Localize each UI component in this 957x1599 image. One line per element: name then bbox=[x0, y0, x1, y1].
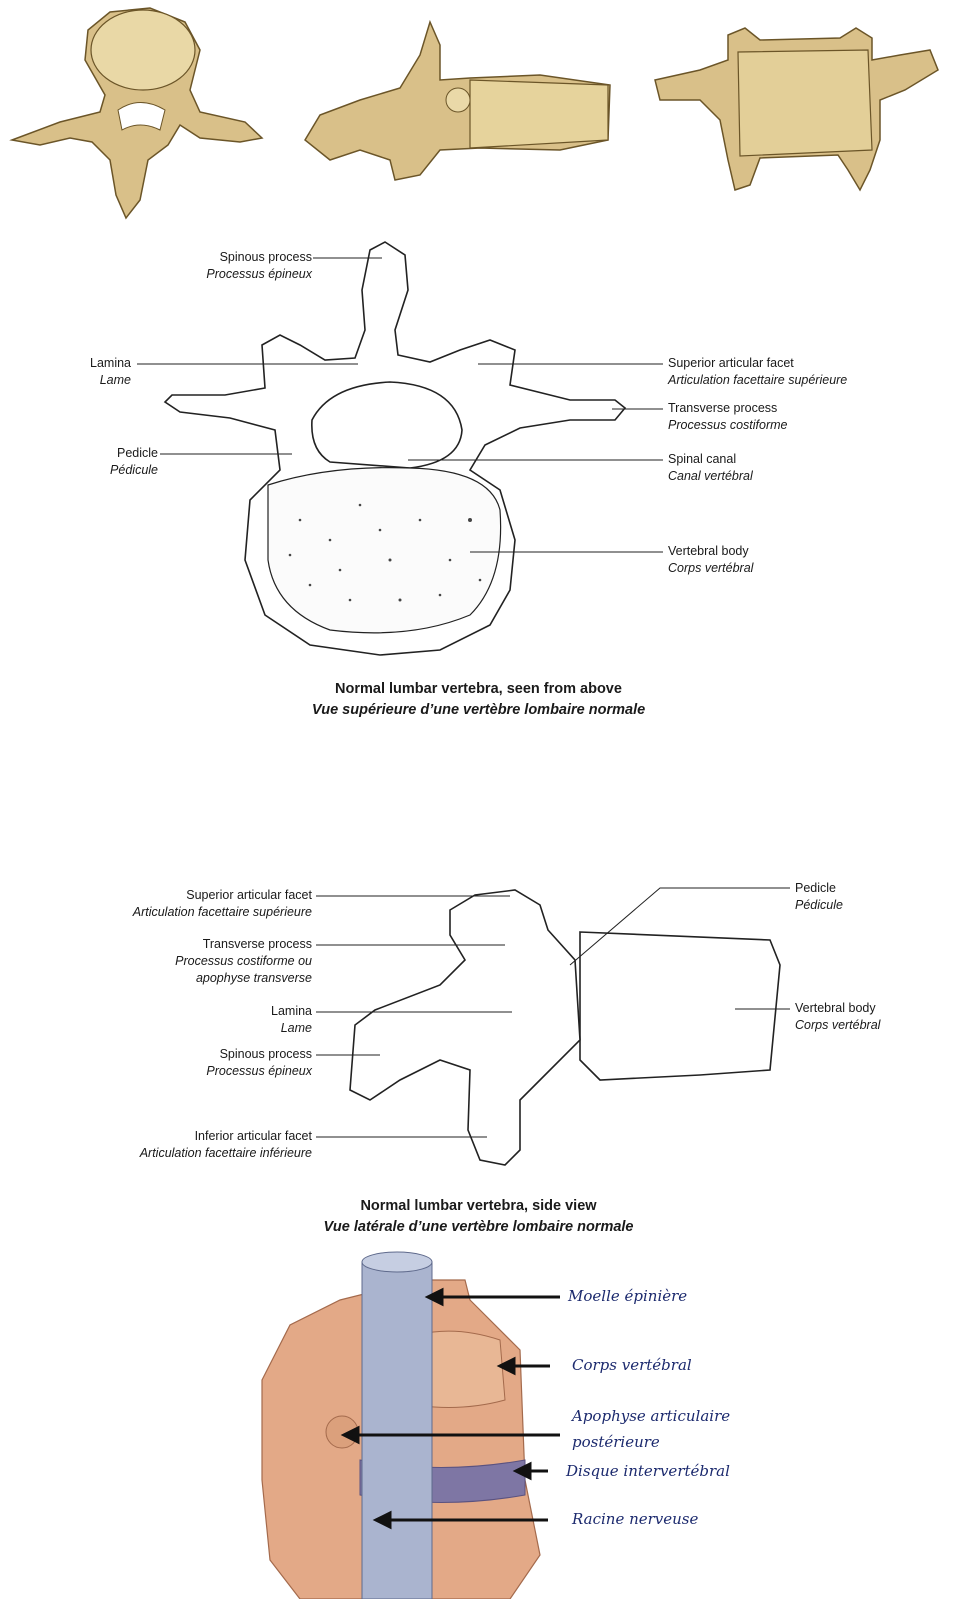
label-lamina-top: Lamina Lame bbox=[90, 355, 131, 389]
label-en: Superior articular facet bbox=[133, 887, 312, 904]
label-fr: Articulation facettaire supérieure bbox=[668, 372, 847, 389]
label-fr: Pédicule bbox=[110, 462, 158, 479]
vertebra-side-line-drawing bbox=[350, 890, 780, 1165]
caption-en: Normal lumbar vertebra, seen from above bbox=[0, 679, 957, 700]
label-en: Lamina bbox=[90, 355, 131, 372]
label-en: Superior articular facet bbox=[668, 355, 847, 372]
label-spinal-canal-top: Spinal canal Canal vertébral bbox=[668, 451, 753, 485]
caption-side-view: Normal lumbar vertebra, side view Vue la… bbox=[0, 1196, 957, 1238]
label-lamina-side: Lamina Lame bbox=[271, 1003, 312, 1037]
label-fr: Canal vertébral bbox=[668, 468, 753, 485]
label-corps-vertebral: Corps vertébral bbox=[572, 1354, 692, 1376]
label-spinous-process-side: Spinous process Processus épineux bbox=[206, 1046, 312, 1080]
label-en: Spinous process bbox=[206, 1046, 312, 1063]
label-pedicle-side: Pedicle Pédicule bbox=[795, 880, 843, 914]
label-fr: Processus costiforme ou bbox=[175, 953, 312, 970]
label-fr: Processus épineux bbox=[206, 1063, 312, 1080]
label-apophyse-articulaire: Apophyse articulaire bbox=[572, 1405, 730, 1427]
label-fr: Lame bbox=[90, 372, 131, 389]
caption-fr: Vue supérieure d’une vertèbre lombaire n… bbox=[0, 700, 957, 721]
label-en: Pedicle bbox=[110, 445, 158, 462]
label-fr: Corps vertébral bbox=[795, 1017, 880, 1034]
label-disque-intervertebral: Disque intervertébral bbox=[566, 1460, 730, 1482]
spine-illustration bbox=[262, 1252, 540, 1599]
vertebra-front-illustration bbox=[655, 28, 938, 190]
label-fr: Processus épineux bbox=[206, 266, 312, 283]
label-en: Inferior articular facet bbox=[140, 1128, 312, 1145]
caption-en: Normal lumbar vertebra, side view bbox=[0, 1196, 957, 1217]
label-fr: Pédicule bbox=[795, 897, 843, 914]
vertebra-top-line-drawing bbox=[165, 242, 625, 655]
label-en: Pedicle bbox=[795, 880, 843, 897]
label-superior-articular-facet-top: Superior articular facet Articulation fa… bbox=[668, 355, 847, 389]
label-spinous-process-top: Spinous process Processus épineux bbox=[206, 249, 312, 283]
vertebra-top-illustration bbox=[12, 8, 262, 218]
label-fr: Lame bbox=[271, 1020, 312, 1037]
label-superior-articular-facet-side: Superior articular facet Articulation fa… bbox=[133, 887, 312, 921]
label-moelle-epiniere: Moelle épinière bbox=[568, 1285, 687, 1307]
label-en: Spinous process bbox=[206, 249, 312, 266]
label-vertebral-body-side: Vertebral body Corps vertébral bbox=[795, 1000, 880, 1034]
label-fr: apophyse transverse bbox=[175, 970, 312, 987]
label-en: Spinal canal bbox=[668, 451, 753, 468]
label-transverse-process-side: Transverse process Processus costiforme … bbox=[175, 936, 312, 987]
label-fr: Articulation facettaire supérieure bbox=[133, 904, 312, 921]
label-en: Transverse process bbox=[668, 400, 787, 417]
vertebra-side-illustration bbox=[305, 22, 610, 180]
label-en: Transverse process bbox=[175, 936, 312, 953]
label-vertebral-body-top: Vertebral body Corps vertébral bbox=[668, 543, 753, 577]
caption-fr: Vue latérale d’une vertèbre lombaire nor… bbox=[0, 1217, 957, 1238]
label-fr: Articulation facettaire inférieure bbox=[140, 1145, 312, 1162]
caption-top-view: Normal lumbar vertebra, seen from above … bbox=[0, 679, 957, 721]
label-fr: Corps vertébral bbox=[668, 560, 753, 577]
label-en: Lamina bbox=[271, 1003, 312, 1020]
label-racine-nerveuse: Racine nerveuse bbox=[572, 1508, 698, 1530]
label-pedicle-top: Pedicle Pédicule bbox=[110, 445, 158, 479]
label-posterieure: postérieure bbox=[572, 1431, 660, 1453]
label-en: Vertebral body bbox=[795, 1000, 880, 1017]
label-fr: Processus costiforme bbox=[668, 417, 787, 434]
label-inferior-articular-facet-side: Inferior articular facet Articulation fa… bbox=[140, 1128, 312, 1162]
label-en: Vertebral body bbox=[668, 543, 753, 560]
label-transverse-process-top: Transverse process Processus costiforme bbox=[668, 400, 787, 434]
